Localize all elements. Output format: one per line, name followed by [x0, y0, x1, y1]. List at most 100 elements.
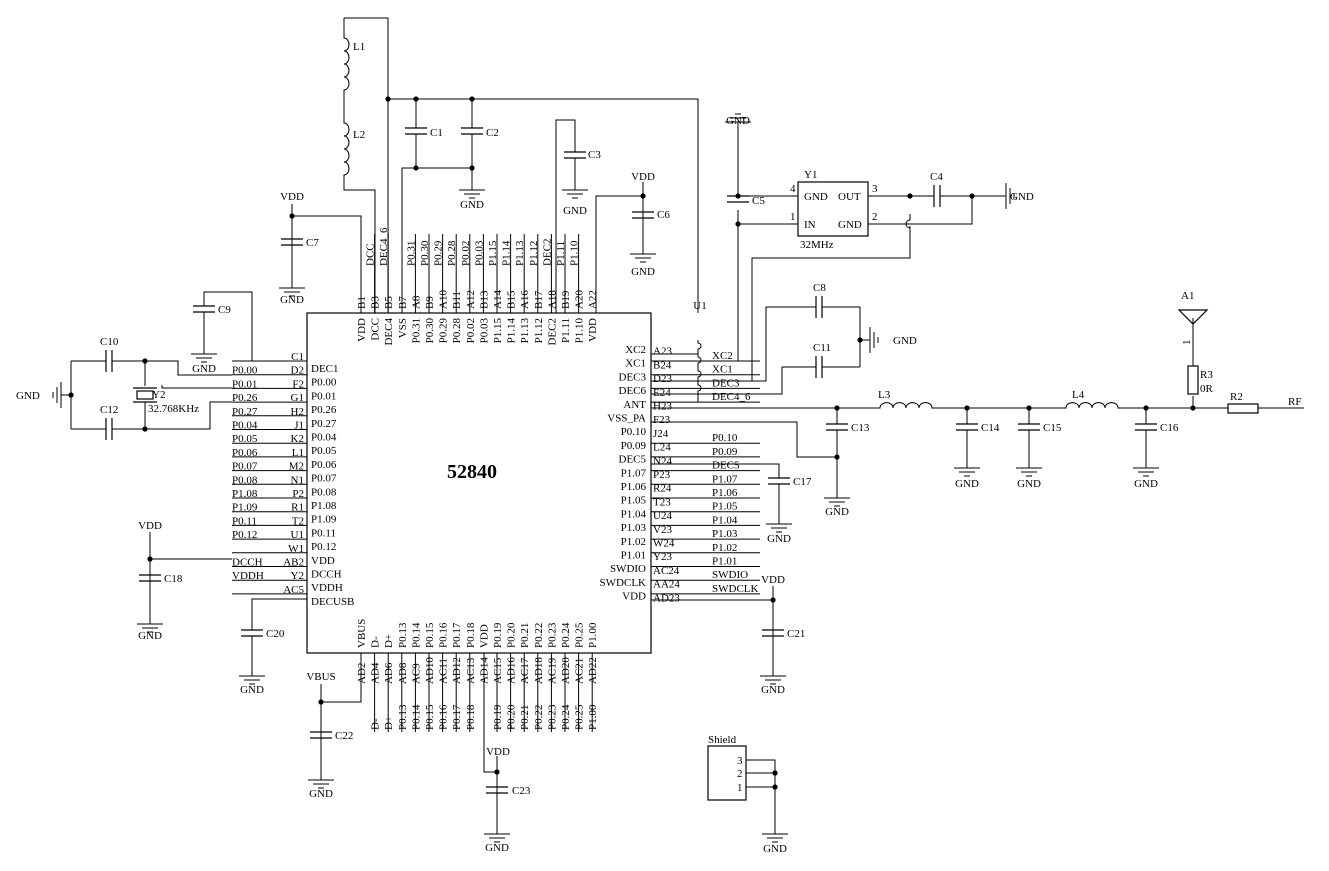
chip-top-pin-name: P1.12 — [533, 318, 545, 343]
gnd-label-c1c2: GND — [460, 199, 484, 211]
rf-label: RF — [1288, 396, 1301, 408]
chip-right-pin-number: R24 — [653, 483, 672, 495]
chip-left-pin-number: AB2 — [283, 557, 304, 569]
chip-left-net-label: VDDH — [232, 570, 264, 582]
capacitor-c21 — [651, 586, 787, 685]
chip-top-net-label: P0.02 — [460, 241, 472, 266]
chip-bottom-net-label: P0.16 — [438, 704, 450, 730]
chip-left-net-label: P1.09 — [232, 502, 258, 514]
chip-right-pin-number: AD23 — [653, 592, 680, 604]
chip-top-pin-number: B7 — [397, 296, 409, 309]
chip-left-net-label: P0.11 — [232, 515, 257, 527]
chip-right-pin-number: E24 — [653, 387, 671, 399]
chip-right-net-label: P1.01 — [712, 556, 737, 568]
gnd-label-c4: GND — [1010, 191, 1034, 203]
gnd-label-c20: GND — [240, 684, 264, 696]
chip-top-net-label: P0.28 — [446, 240, 458, 266]
chip-left-net-label: P0.06 — [232, 447, 258, 459]
chip-left-pin-name: P0.11 — [311, 527, 336, 539]
gnd-label-c13: GND — [825, 506, 849, 518]
chip-top-pin-number: A16 — [519, 290, 531, 309]
chip-right-pin-name: P1.04 — [621, 508, 647, 520]
chip-top-net-label: P1.15 — [487, 240, 499, 266]
chip-right-pin-name: XC2 — [625, 344, 646, 356]
chip-bottom-pin-number: AC11 — [438, 658, 450, 684]
chip-bottom-net-label: P0.20 — [506, 704, 518, 730]
c5-label: C5 — [752, 195, 765, 207]
chip-bottom-pin-name: P0.18 — [465, 622, 477, 648]
capacitor-c9 — [190, 291, 253, 363]
chip-bottom-pin-name: D+ — [383, 634, 395, 648]
chip-bottom-pin-number: AD20 — [560, 657, 572, 684]
chip-bottom-pin-name: VDD — [478, 624, 490, 648]
chip-left-pin-number: G1 — [291, 392, 304, 404]
chip-right-pin-name: P1.07 — [621, 467, 647, 479]
y1-in-pin: IN — [804, 219, 816, 231]
chip-top-pin-name: P1.15 — [492, 318, 504, 344]
chip-top-net-label: P1.14 — [501, 240, 513, 266]
chip-top-net-label: DEC2 — [541, 239, 553, 267]
gnd-label-c22: GND — [309, 788, 333, 800]
chip-top-pin-name: P1.10 — [574, 318, 586, 344]
chip-right-pin-number: AA24 — [653, 579, 680, 591]
chip-right-pin-name: SWDCLK — [600, 577, 647, 589]
chip-right-pin-number: Y23 — [653, 551, 672, 563]
crystal-y2 — [52, 349, 232, 441]
chip-right-pin-name: P0.10 — [621, 426, 647, 438]
gnd-label-c18: GND — [138, 630, 162, 642]
chip-top-pin-number: A22 — [587, 290, 599, 309]
chip-right-net-label: P0.10 — [712, 432, 738, 444]
c2-label: C2 — [486, 127, 499, 139]
chip-top-pin-number: B11 — [451, 291, 463, 309]
gnd-label-c5: GND — [726, 115, 750, 127]
chip-right-net-label: XC2 — [712, 350, 733, 362]
chip-bottom-pin-number: AC17 — [519, 657, 531, 684]
chip-bottom-net-label: P0.22 — [533, 705, 545, 730]
chip-top-pin-number: B3 — [370, 296, 382, 309]
chip-left-pin-number: Y2 — [291, 570, 304, 582]
chip-bottom-pin-name: P0.14 — [410, 622, 422, 648]
chip-left-net-label: P0.04 — [232, 420, 258, 432]
capacitors-c8-c11 — [651, 295, 879, 382]
chip-left-net-label: P0.26 — [232, 392, 258, 404]
chip-right-pin-number: U24 — [653, 510, 672, 522]
chip-right-net-label: XC1 — [712, 364, 733, 376]
vdd-label-c6: VDD — [631, 171, 655, 183]
shield-connector — [707, 745, 789, 843]
chip-bottom-pin-number: AC13 — [465, 657, 477, 684]
chip-top-pin-number: B15 — [506, 290, 518, 309]
chip-top-net-label: P0.31 — [405, 241, 417, 266]
chip-right-pin-number: A23 — [653, 346, 672, 358]
c1-label: C1 — [430, 127, 443, 139]
chip-left-pin-number: D2 — [291, 365, 304, 377]
chip-left-pin-number: AC5 — [283, 584, 304, 596]
chip-bottom-pin-name: P0.21 — [519, 623, 531, 648]
chip-right-net-label: DEC3 — [712, 377, 740, 389]
chip-right-pin-number: T23 — [653, 496, 671, 508]
chip-left-pin-number: F2 — [292, 378, 304, 390]
c15-label: C15 — [1043, 422, 1062, 434]
chip-right-pin-number: B24 — [653, 359, 672, 371]
chip-top-pin-number: A20 — [574, 290, 586, 309]
r3-label: R3 — [1200, 369, 1213, 381]
chip-right-net-label: P1.03 — [712, 528, 738, 540]
chip-bottom-pin-number: AC9 — [410, 663, 422, 684]
chip-bottom-pin-name: P1.00 — [587, 622, 599, 648]
shield-pin-2: 2 — [737, 768, 743, 780]
chip-bottom-pin-number: AD4 — [370, 662, 382, 684]
chip-right-net-label: P1.02 — [712, 542, 737, 554]
chip-right-pin-name: P1.01 — [621, 550, 646, 562]
chip-right-net-label: P1.07 — [712, 473, 738, 485]
chip-left-pin-number: R1 — [291, 502, 304, 514]
c3-label: C3 — [588, 149, 601, 161]
chip-top-pin-name: DEC2 — [546, 318, 558, 346]
chip-right-pin-number: N24 — [653, 455, 672, 467]
chip-right-pin-name: VSS_PA — [607, 413, 646, 425]
gnd-label-y2: GND — [16, 390, 40, 402]
chip-top-pin-number: B19 — [560, 290, 572, 309]
vdd-label-c23: VDD — [486, 746, 510, 758]
capacitor-c7 — [278, 204, 362, 313]
chip-bottom-net-label: P0.21 — [519, 705, 531, 730]
chip-bottom-net-label: P0.17 — [451, 704, 463, 730]
